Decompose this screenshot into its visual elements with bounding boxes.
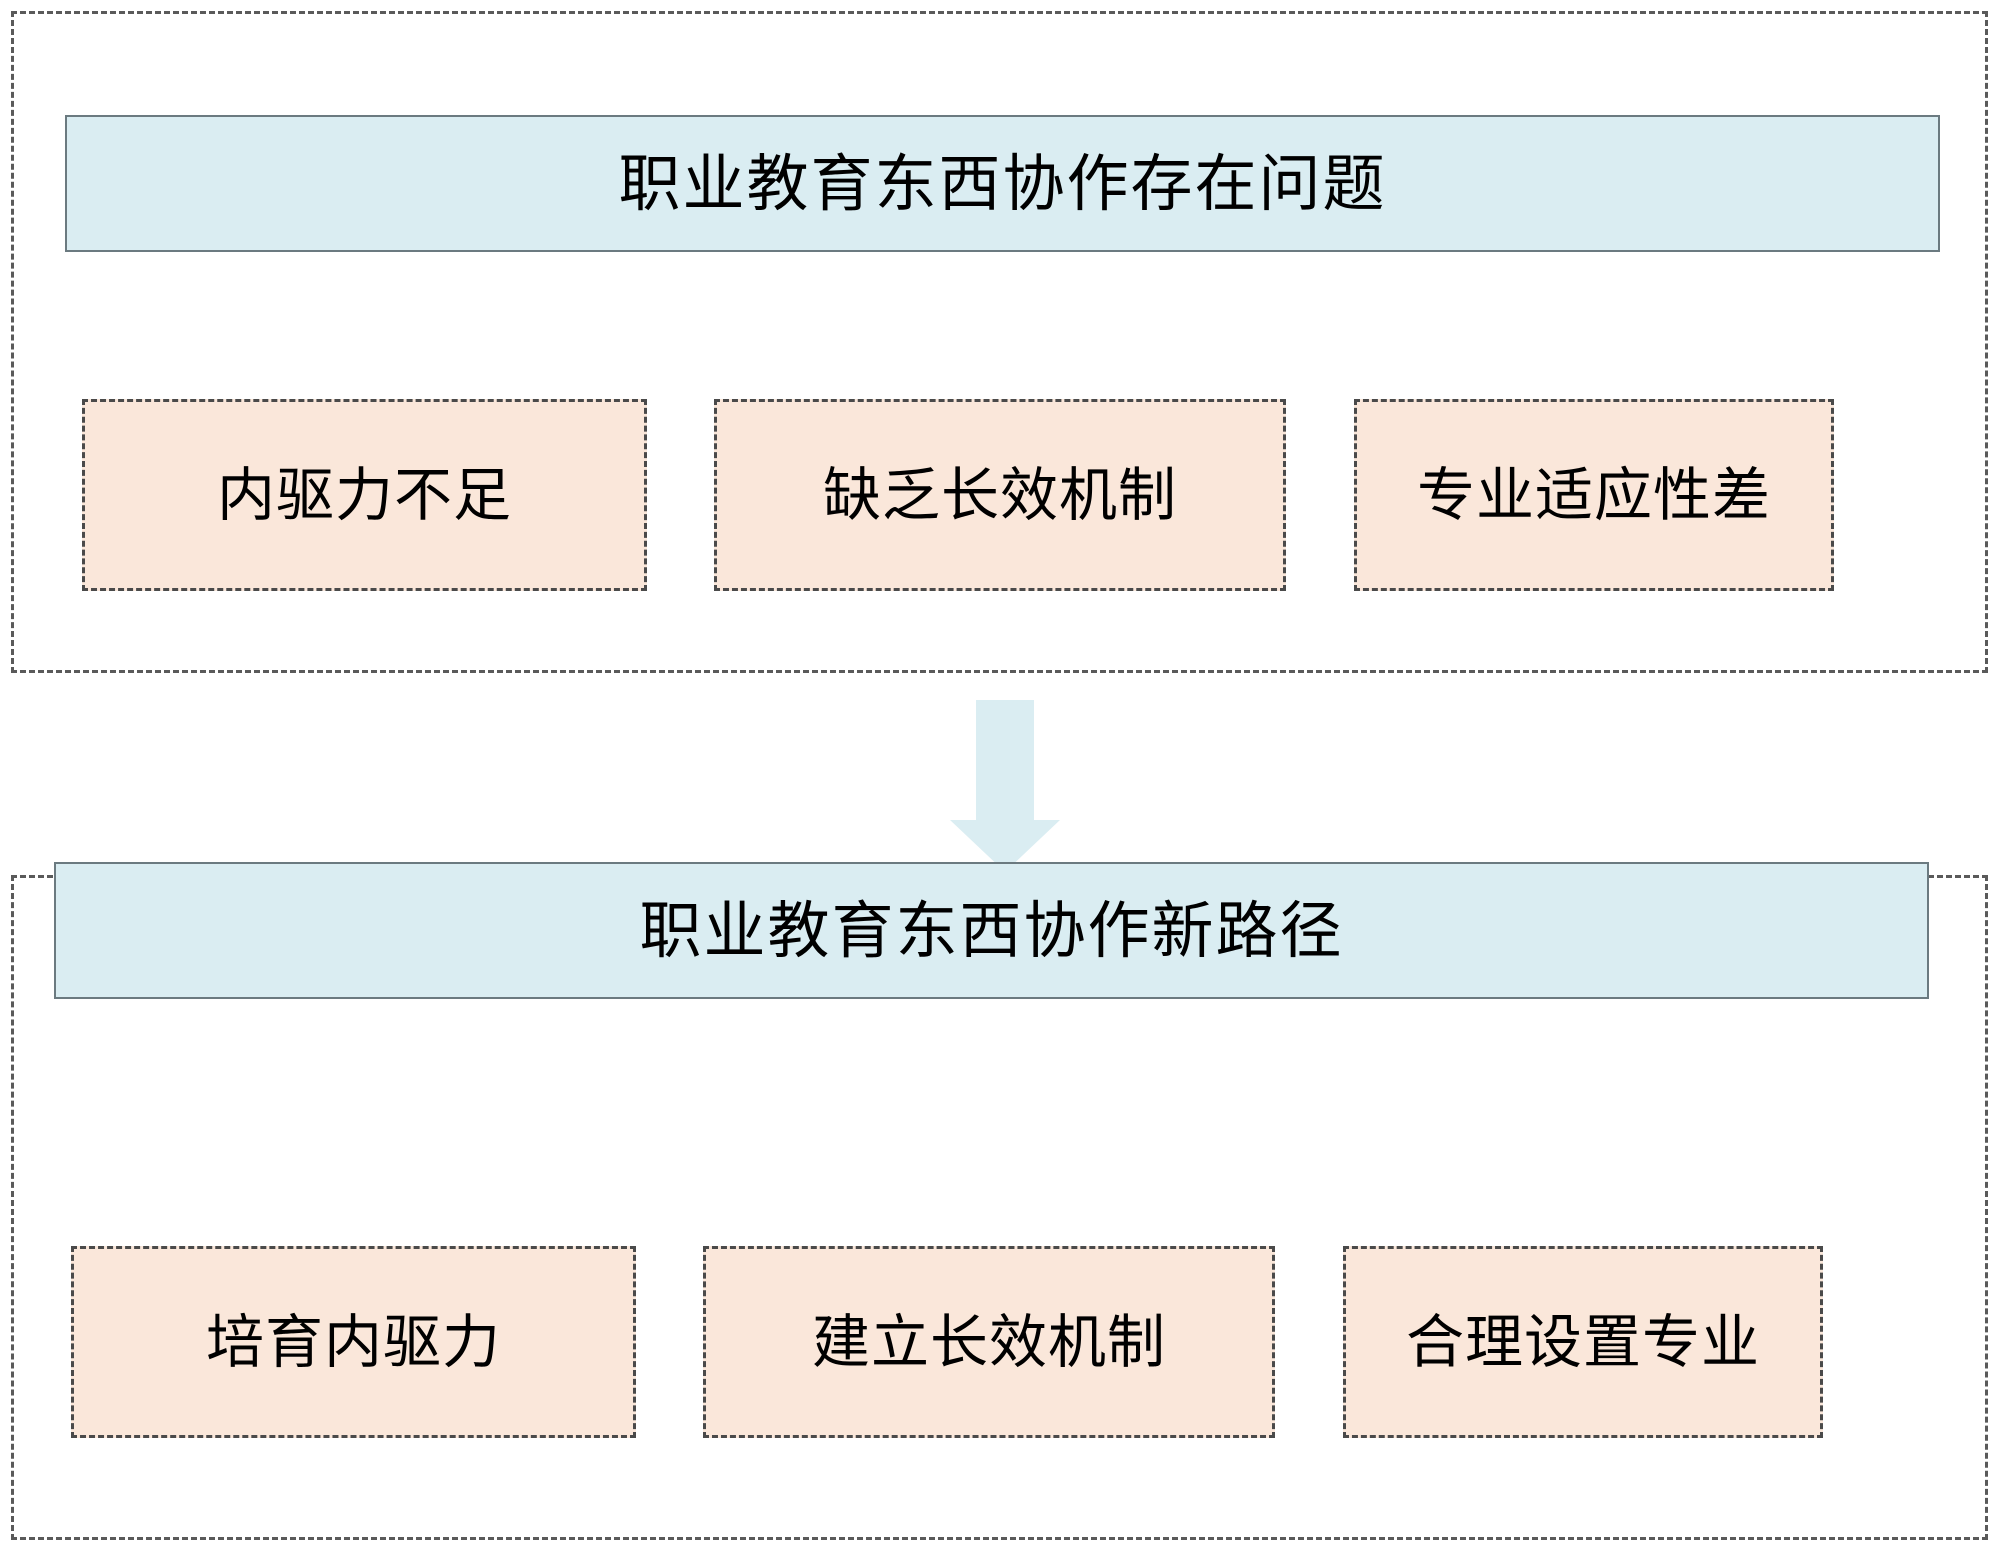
section-paths-banner: 职业教育东西协作新路径 [54, 862, 1929, 999]
path-item-3[interactable]: 合理设置专业 [1343, 1246, 1823, 1438]
problem-item-3-label: 专业适应性差 [1416, 461, 1771, 529]
problem-item-1[interactable]: 内驱力不足 [82, 399, 647, 591]
problem-item-1-label: 内驱力不足 [216, 461, 512, 529]
problem-item-2[interactable]: 缺乏长效机制 [714, 399, 1286, 591]
path-item-3-label: 合理设置专业 [1405, 1308, 1760, 1376]
problem-item-2-label: 缺乏长效机制 [822, 461, 1177, 529]
path-item-1[interactable]: 培育内驱力 [71, 1246, 636, 1438]
section-paths-banner-label: 职业教育东西协作新路径 [639, 893, 1344, 967]
path-item-1-label: 培育内驱力 [205, 1308, 501, 1376]
path-item-2-label: 建立长效机制 [811, 1308, 1166, 1376]
section-problems: 职业教育东西协作存在问题 内驱力不足 缺乏长效机制 专业适应性差 [11, 11, 1988, 673]
down-arrow-icon [950, 700, 1060, 872]
section-problems-banner-label: 职业教育东西协作存在问题 [618, 146, 1387, 220]
section-problems-banner: 职业教育东西协作存在问题 [65, 115, 1940, 252]
problem-item-3[interactable]: 专业适应性差 [1354, 399, 1834, 591]
path-item-2[interactable]: 建立长效机制 [703, 1246, 1275, 1438]
section-paths: 职业教育东西协作新路径 培育内驱力 建立长效机制 合理设置专业 [11, 862, 1988, 1540]
